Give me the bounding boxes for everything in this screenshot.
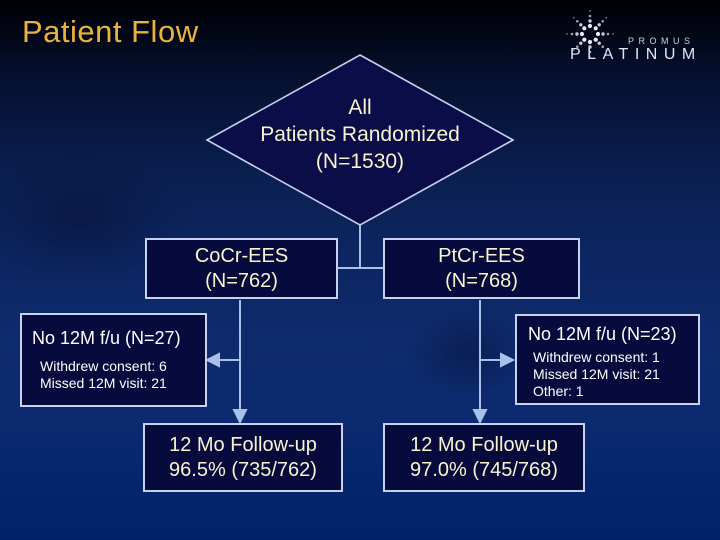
dropout-box-right: No 12M f/u (N=23) Withdrew consent: 1 Mi… [515,314,700,405]
dropout-details: Withdrew consent: 6 Missed 12M visit: 21 [40,358,205,392]
dropout-details: Withdrew consent: 1 Missed 12M visit: 21… [533,349,698,400]
dropout-detail-line: Missed 12M visit: 21 [533,366,660,382]
promus-platinum-logo: PROMUS PLATINUM [555,5,720,67]
followup-box-right: 12 Mo Follow-up 97.0% (745/768) [383,423,585,492]
followup-value: 96.5% (735/762) [169,458,317,481]
dropout-title: No 12M f/u (N=27) [32,328,181,348]
dropout-box-left: No 12M f/u (N=27) Withdrew consent: 6 Mi… [20,313,207,407]
arm-name: PtCr-EES [438,244,525,267]
dropout-detail-line: Missed 12M visit: 21 [40,375,167,391]
arm-name: CoCr-EES [194,244,289,267]
arm-n: (N=768) [445,269,518,292]
followup-title: 12 Mo Follow-up [410,433,558,456]
randomized-line: (N=1530) [315,150,405,173]
arrowhead-down-right [472,409,488,425]
randomized-line: All [348,96,372,119]
arrowhead-right [500,352,516,368]
dropout-title: No 12M f/u (N=23) [528,324,677,344]
followup-value: 97.0% (745/768) [410,458,558,481]
dropout-detail-line: Withdrew consent: 6 [40,358,167,374]
logo-brand-bottom: PLATINUM [570,46,702,63]
dropout-detail-line: Withdrew consent: 1 [533,349,660,365]
page-title: Patient Flow [22,14,199,49]
starburst-icon [566,10,614,58]
arm-box-ptcr-ees: PtCr-EES (N=768) [383,238,580,299]
arrowhead-left [204,352,220,368]
arm-box-cocr-ees: CoCr-EES (N=762) [145,238,338,299]
randomized-node-label: All Patients Randomized (N=1530) [210,94,510,175]
randomized-line: Patients Randomized [260,123,460,146]
followup-title: 12 Mo Follow-up [169,433,317,456]
arrowhead-down-left [232,409,248,425]
followup-box-left: 12 Mo Follow-up 96.5% (735/762) [143,423,343,492]
arm-n: (N=762) [205,269,278,292]
dropout-detail-line: Other: 1 [533,383,584,399]
logo-brand-top: PROMUS [628,36,695,46]
